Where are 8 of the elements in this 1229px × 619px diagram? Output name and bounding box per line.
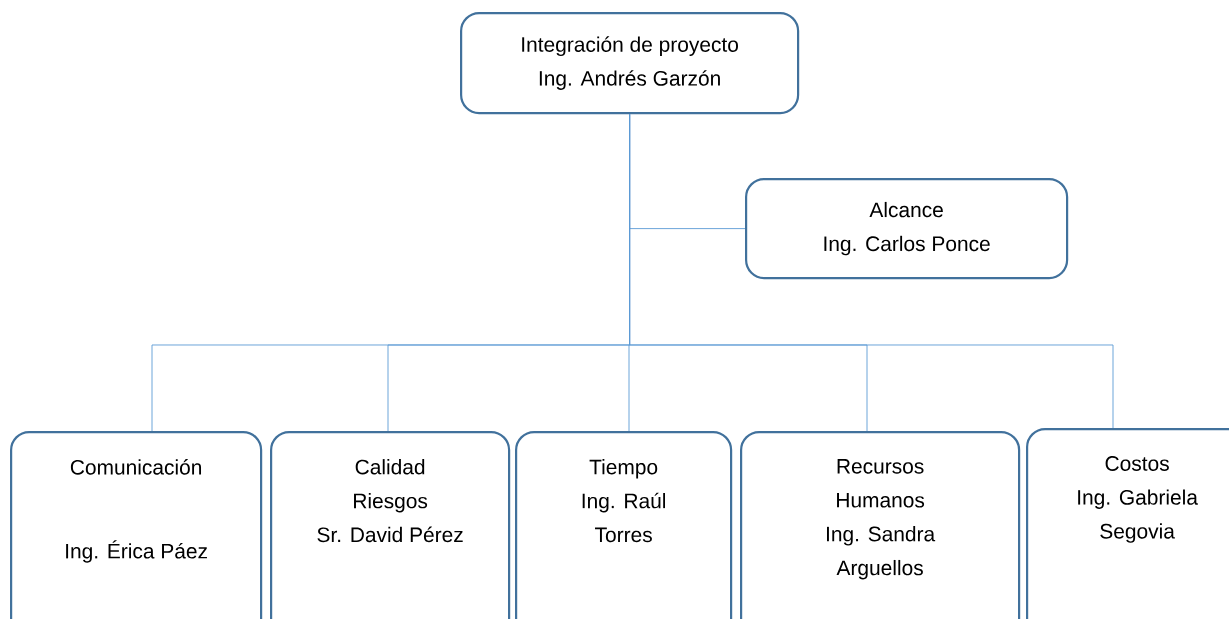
org-box: Recursos Humanos Ing. Sandra Arguellos: [740, 431, 1021, 619]
org-box: Calidad Riesgos Sr. David Pérez: [270, 431, 511, 619]
org-box: Alcance Ing. Carlos Ponce: [745, 178, 1069, 280]
connector-line: [629, 113, 1114, 429]
org-box: Costos Ing. Gabriela Segovia: [1026, 428, 1229, 619]
org-box: Tiempo Ing. Raúl Torres: [515, 431, 733, 619]
org-box: Comunicación Ing. Érica Páez: [10, 431, 263, 619]
org-box: Integración de proyecto Ing. Andrés Garzón: [460, 12, 800, 115]
